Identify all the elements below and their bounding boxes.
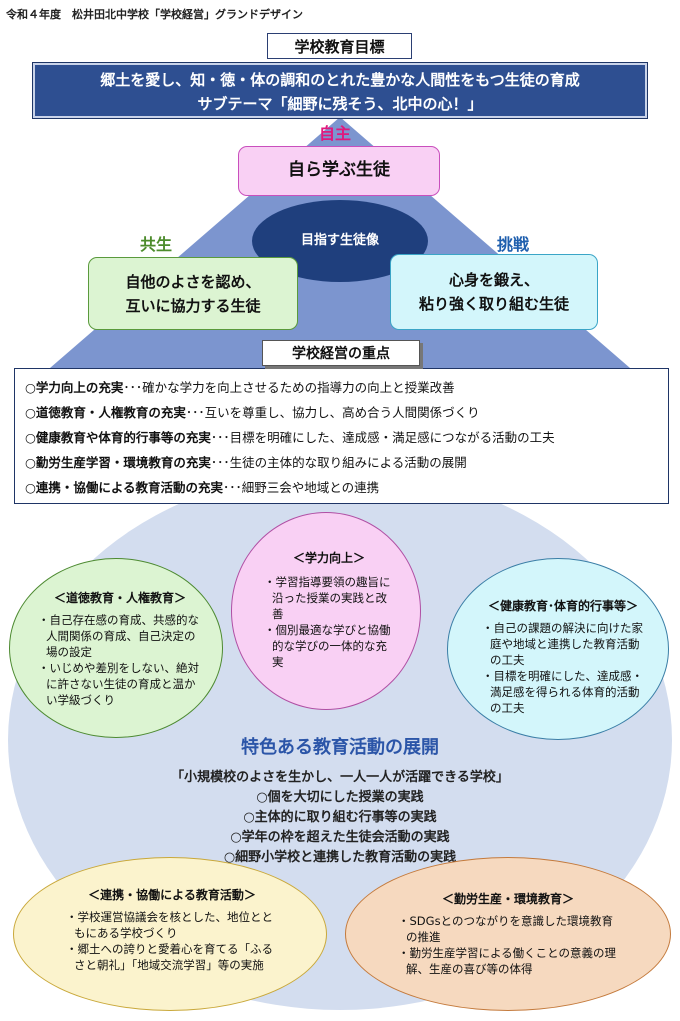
- circle-labor-title: ＜勤労生産・環境教育＞: [441, 892, 574, 906]
- circle-collaboration-title: ＜連携・協働による教育活動＞: [88, 888, 256, 902]
- ideal-student-label: 目指す生徒像: [300, 233, 379, 248]
- self-learning-text: 自ら学ぶ生徒: [288, 160, 390, 180]
- document-header: 令和４年度 松井田北中学校「学校経営」グランドデザイン: [6, 8, 303, 21]
- circle-health-item: ・目標を明確にした、達成感・満足感を得られる体育的活動の工夫: [482, 669, 643, 715]
- student-image-self-learning: 自ら学ぶ生徒: [238, 146, 440, 196]
- focus-item: ○勤労生産学習・環境教育の充実･･･生徒の主体的な取り組みによる活動の展開: [25, 450, 658, 475]
- featured-activity-item: ○個を大切にした授業の実践: [256, 790, 424, 805]
- circle-labor-item: ・勤労生産学習による働くことの意義の理解、生産の喜び等の体得: [398, 946, 617, 976]
- management-focus-title: 学校経営の重点: [262, 340, 420, 366]
- cooperation-line-1: 自他のよさを認め、: [125, 273, 261, 291]
- circle-collaboration: ＜連携・協働による教育活動＞ ・学校運営協議会を核とした、地位とともにある学校づ…: [13, 857, 327, 1011]
- circle-health: ＜健康教育･体育的行事等＞ ・自己の課題の解決に向けた家庭や地域と連携した教育活…: [447, 558, 669, 740]
- challenge-line-1: 心身を鍛え、: [448, 271, 539, 289]
- circle-academic: ＜学力向上＞ ・学習指導要領の趣旨に沿った授業の実践と改善 ・個別最適な学びと協…: [231, 512, 421, 710]
- management-focus-list: ○学力向上の充実･･･確かな学力を向上させるための指導力の向上と授業改善 ○道徳…: [14, 368, 669, 504]
- focus-item: ○道徳教育・人権教育の充実･･･互いを尊重し、協力し、高め合う人間関係づくり: [25, 400, 658, 425]
- circle-collaboration-item: ・学校運営協議会を核とした、地位とともにある学校づくり: [66, 910, 273, 940]
- tag-jishu: 自主: [319, 124, 352, 143]
- focus-item-body: ･･･互いを尊重し、協力し、高め合う人間関係づくり: [185, 405, 480, 420]
- circle-academic-item: ・個別最適な学びと協働的な学びの一体的な充実: [264, 623, 391, 669]
- student-image-cooperation: 自他のよさを認め、 互いに協力する生徒: [88, 257, 298, 330]
- focus-item-body: ･･･目標を明確にした、達成感・満足感につながる活動の工夫: [210, 430, 555, 445]
- circle-moral: ＜道徳教育・人権教育＞ ・自己存在感の育成、共感的な人間関係の育成、自己決定の場…: [9, 558, 223, 738]
- featured-activity-item: ○細野小学校と連携した教育活動の実践: [223, 850, 457, 865]
- circle-academic-item: ・学習指導要領の趣旨に沿った授業の実践と改善: [264, 575, 391, 621]
- circle-moral-title: ＜道徳教育・人権教育＞: [53, 591, 186, 605]
- school-goal-subtheme: サブテーマ「細野に残そう、北中の心！」: [197, 95, 483, 113]
- school-goal-statement: 郷土を愛し、知・徳・体の調和のとれた豊かな人間性をもつ生徒の育成: [100, 71, 580, 89]
- circle-moral-item: ・いじめや差別をしない、絶対に許さない生徒の育成と温かい学級づくり: [38, 661, 199, 707]
- featured-activity-item: ○学年の枠を超えた生徒会活動の実践: [230, 830, 450, 845]
- circle-health-item: ・自己の課題の解決に向けた家庭や地域と連携した教育活動の工夫: [482, 621, 643, 667]
- focus-item-head: ○学力向上の充実: [25, 380, 124, 395]
- focus-item-head: ○勤労生産学習・環境教育の充実: [25, 455, 211, 470]
- focus-item-head: ○道徳教育・人権教育の充実: [25, 405, 186, 420]
- focus-item: ○健康教育や体育的行事等の充実･･･目標を明確にした、達成感・満足感につながる活…: [25, 425, 658, 450]
- featured-activity-item: ○主体的に取り組む行事等の実践: [243, 810, 437, 825]
- school-goal-box: 郷土を愛し、知・徳・体の調和のとれた豊かな人間性をもつ生徒の育成 サブテーマ「細…: [32, 62, 648, 119]
- student-image-challenge: 心身を鍛え、 粘り強く取り組む生徒: [390, 254, 598, 330]
- circle-academic-title: ＜学力向上＞: [292, 551, 365, 565]
- school-goal-title: 学校教育目標: [267, 33, 412, 59]
- challenge-line-2: 粘り強く取り組む生徒: [418, 295, 569, 313]
- circle-labor-environment: ＜勤労生産・環境教育＞ ・SDGsとのつながりを意識した環境教育の推進 ・勤労生…: [345, 857, 671, 1011]
- tag-chousen: 挑戦: [497, 235, 530, 254]
- focus-item-head: ○健康教育や体育的行事等の充実: [25, 430, 211, 445]
- focus-item-body: ･･･生徒の主体的な取り組みによる活動の展開: [210, 455, 467, 470]
- focus-item: ○学力向上の充実･･･確かな学力を向上させるための指導力の向上と授業改善: [25, 375, 658, 400]
- cooperation-line-2: 互いに協力する生徒: [125, 297, 261, 315]
- circle-collaboration-item: ・郷土への誇りと愛着心を育てる「ふるさと朝礼」「地域交流学習」等の実施: [66, 942, 273, 972]
- featured-activities-title: 特色ある教育活動の展開: [241, 737, 439, 758]
- tag-kyousei: 共生: [140, 235, 173, 254]
- focus-item: ○連携・協働による教育活動の充実･･･細野三会や地域との連携: [25, 475, 658, 500]
- featured-activities-subtitle: 「小規模校のよさを生かし、一人一人が活躍できる学校」: [171, 770, 509, 785]
- focus-item-head: ○連携・協働による教育活動の充実: [25, 480, 224, 495]
- focus-item-body: ･･･細野三会や地域との連携: [223, 480, 380, 495]
- circle-labor-item: ・SDGsとのつながりを意識した環境教育の推進: [398, 914, 613, 944]
- circle-health-title: ＜健康教育･体育的行事等＞: [487, 599, 638, 613]
- focus-item-body: ･･･確かな学力を向上させるための指導力の向上と授業改善: [123, 380, 455, 395]
- circle-moral-item: ・自己存在感の育成、共感的な人間関係の育成、自己決定の場の設定: [38, 613, 199, 659]
